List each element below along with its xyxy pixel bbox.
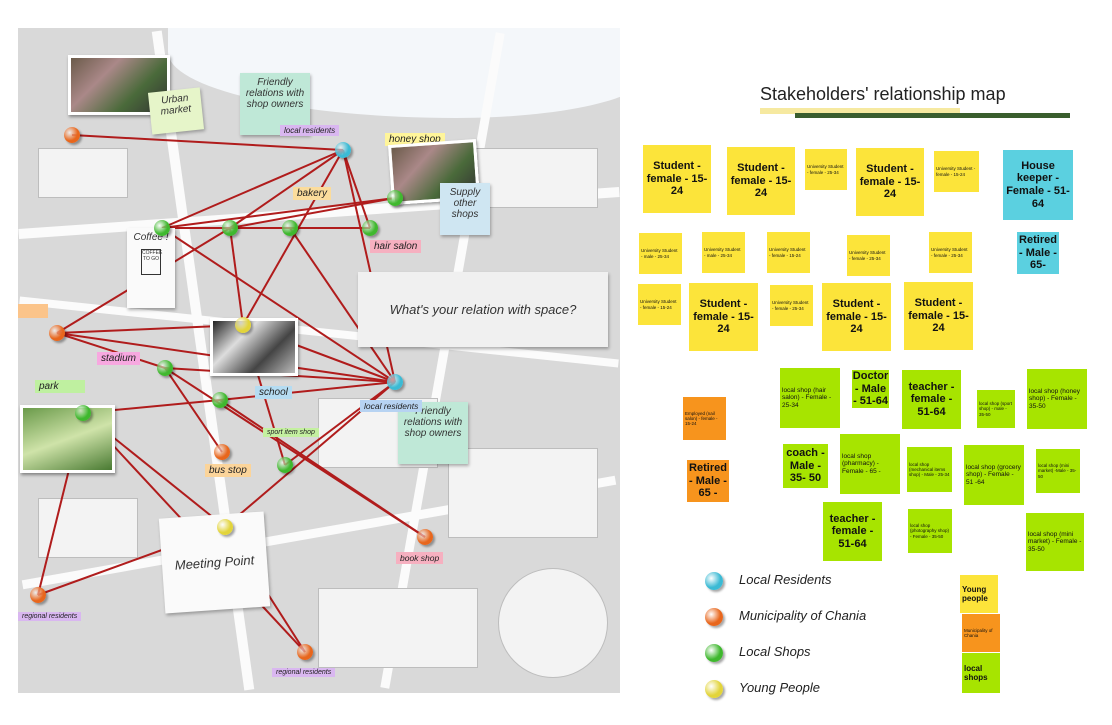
- green-sticky-note: local shop (sport shop) - male - 35-50: [977, 390, 1015, 428]
- green-pushpin-icon: [157, 360, 173, 376]
- yellow-sticky-note: University Student - male - 25-34: [702, 232, 745, 273]
- panel-title: Stakeholders' relationship map: [760, 84, 1006, 104]
- yellow-sticky-note: University Student - female - 25-34: [770, 285, 813, 326]
- orange-sticky-note: Municipality of Chania: [962, 614, 1000, 652]
- school-photo: [210, 318, 298, 376]
- yellow-sticky-note: University Student - female - 25-34: [929, 232, 972, 273]
- regional-residents-label-left: regional residents: [18, 612, 82, 621]
- regional-residents-label-bottom: regional residents: [272, 668, 336, 677]
- yellow-sticky-note: Student - female - 15-24: [822, 283, 891, 351]
- green-pushpin-icon: [277, 457, 293, 473]
- bus-stop-label: bus stop: [205, 464, 251, 477]
- yellow-sticky-note: Student - female - 15-24: [643, 145, 711, 213]
- yellow-sticky-note: University Student - female - 25-34: [847, 235, 890, 276]
- green-pushpin-icon: [75, 405, 91, 421]
- green-pushpin-icon: [154, 220, 170, 236]
- bakery-label: bakery: [293, 187, 332, 200]
- local-residents-label-top: local residents: [280, 125, 340, 136]
- book-shop-label: book shop: [396, 552, 444, 564]
- green-sticky-note: local shop (grocery shop) - Female - 51 …: [964, 445, 1024, 505]
- orange-pushpin-icon: [64, 127, 80, 143]
- green-sticky-note: local shop (photography shop) - Female -…: [908, 509, 952, 553]
- school-label: school: [255, 386, 292, 399]
- orange-pushpin-icon: [417, 529, 433, 545]
- urban-market-note: Urban market: [147, 87, 205, 135]
- title-underline: [795, 113, 1070, 118]
- cyan-pushpin-icon: [387, 374, 403, 390]
- hair-salon-label: hair salon: [370, 240, 422, 253]
- green-sticky-note: teacher - female - 51-64: [902, 370, 961, 429]
- park-label: park: [35, 380, 85, 393]
- coffee-text: Coffee !: [133, 232, 169, 243]
- orange-pushpin-icon: [49, 325, 65, 341]
- green-sticky-note: local shop (pharmacy) - Female - 65 -: [840, 434, 900, 494]
- friendly-relations-note-top: Friendly relations with shop owners: [240, 73, 310, 135]
- city-block: [38, 148, 128, 198]
- green-pushpin-icon: [387, 190, 403, 206]
- cyan-sticky-note: Retired - Male - 65-: [1017, 232, 1059, 274]
- stadium-label: stadium: [97, 352, 141, 365]
- yellow-sticky-note: University Student - male - 25-34: [639, 233, 682, 274]
- yellow-sticky-note: Student - female - 15-24: [856, 148, 924, 216]
- orange-pushpin-icon: [214, 444, 230, 460]
- title-highlight: [760, 108, 960, 114]
- question-note: What's your relation with space?: [358, 272, 608, 347]
- green-pushpin-icon: [212, 392, 228, 408]
- yellow-sticky-note: Student - female - 15-24: [727, 147, 795, 215]
- coffee-note: Coffee ! COFFEE TO GO: [127, 228, 175, 308]
- cyan-sticky-note: House keeper - Female - 51-64: [1003, 150, 1073, 220]
- green-sticky-note: local shop (mini market) -Male - 35-50: [1036, 449, 1080, 493]
- green-sticky-note: Doctor - Male - 51-64: [852, 370, 889, 408]
- legend-label: Local Shops: [739, 644, 811, 659]
- green-sticky-note: local shops: [962, 653, 1000, 693]
- orange-sticky-note: Employed (nail salon) - female - 15-24: [683, 397, 726, 440]
- yellow-sticky-note: Student - female - 15-24: [904, 282, 973, 350]
- city-block: [318, 588, 478, 668]
- green-sticky-note: local shop (honey shop) - Female - 35-50: [1027, 369, 1087, 429]
- green-sticky-note: local shop (mini market) - Female - 35-5…: [1026, 513, 1084, 571]
- legend-label: Young People: [739, 680, 820, 695]
- yellow-pushpin-icon: [235, 317, 251, 333]
- friendly-relations-note-mid: Friendly relations with shop owners: [398, 402, 468, 464]
- city-block: [448, 448, 598, 538]
- orange-pushpin-icon: [30, 587, 46, 603]
- green-pushpin-icon: [362, 220, 378, 236]
- legend-pushpin-icon: [705, 644, 723, 662]
- meeting-point-note: Meeting Point: [158, 511, 271, 614]
- legend-pushpin-icon: [705, 680, 723, 698]
- green-pushpin-icon: [222, 220, 238, 236]
- park-photo: [20, 405, 115, 473]
- green-sticky-note: local shop (hair salon) - Female - 25-34: [780, 368, 840, 428]
- green-sticky-note: teacher - female - 51-64: [823, 502, 882, 561]
- orange-pushpin-icon: [297, 644, 313, 660]
- relation-lines: [37, 134, 426, 653]
- green-pushpin-icon: [282, 220, 298, 236]
- yellow-sticky-note: University Student - female - 15-24: [767, 232, 810, 273]
- legend-pushpin-icon: [705, 572, 723, 590]
- blank-tag: [18, 304, 48, 318]
- supply-other-shops-note: Supply other shops: [440, 183, 490, 235]
- yellow-sticky-note: University Student - female - 25-34: [805, 149, 847, 190]
- legend-pushpin-icon: [705, 608, 723, 626]
- yellow-sticky-note: University Student - female - 15-24: [638, 284, 681, 325]
- coffee-cup-icon: COFFEE TO GO: [141, 249, 162, 275]
- legend-label: Municipality of Chania: [739, 608, 867, 623]
- roundabout: [498, 568, 608, 678]
- yellow-sticky-note: Student - female - 15-24: [689, 283, 758, 351]
- green-sticky-note: coach - Male - 35- 50: [783, 444, 828, 488]
- orange-sticky-note: Retired - Male - 65 -: [687, 460, 729, 502]
- yellow-sticky-note: University Student - female - 15-24: [934, 151, 979, 192]
- local-residents-label-mid: local residents: [360, 400, 423, 412]
- green-sticky-note: local shop (mechanical items shop) - Mal…: [907, 447, 952, 492]
- legend-label: Local Residents: [739, 572, 832, 587]
- yellow-sticky-note: Young people: [960, 575, 998, 613]
- cyan-pushpin-icon: [335, 142, 351, 158]
- sport-item-shop-label: sport item shop: [263, 428, 319, 437]
- yellow-pushpin-icon: [217, 519, 233, 535]
